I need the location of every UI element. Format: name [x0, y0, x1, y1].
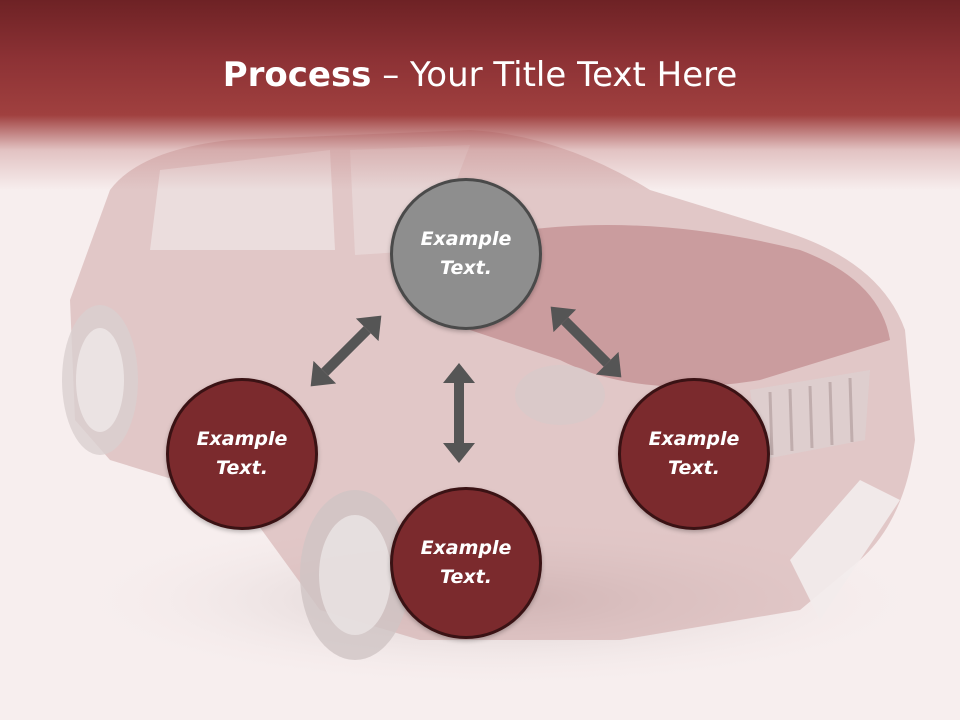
- title-rest: – Your Title Text Here: [371, 55, 738, 95]
- node-top: Example Text.: [390, 178, 542, 330]
- node-bottom: Example Text.: [390, 487, 542, 639]
- title-bold: Process: [222, 55, 372, 95]
- arrow-top-right: [550, 306, 622, 378]
- node-bottom-text: Example Text.: [420, 537, 512, 588]
- node-left: Example Text.: [166, 378, 318, 530]
- title-banner: [0, 0, 960, 190]
- slide-title: Process – Your Title Text Here: [0, 52, 960, 98]
- arrow-vertical: [443, 363, 475, 463]
- node-right: Example Text.: [618, 378, 770, 530]
- node-left-text: Example Text.: [196, 428, 288, 479]
- node-top-text: Example Text.: [420, 228, 512, 279]
- arrow-top-left: [310, 315, 382, 387]
- node-right-text: Example Text.: [648, 428, 740, 479]
